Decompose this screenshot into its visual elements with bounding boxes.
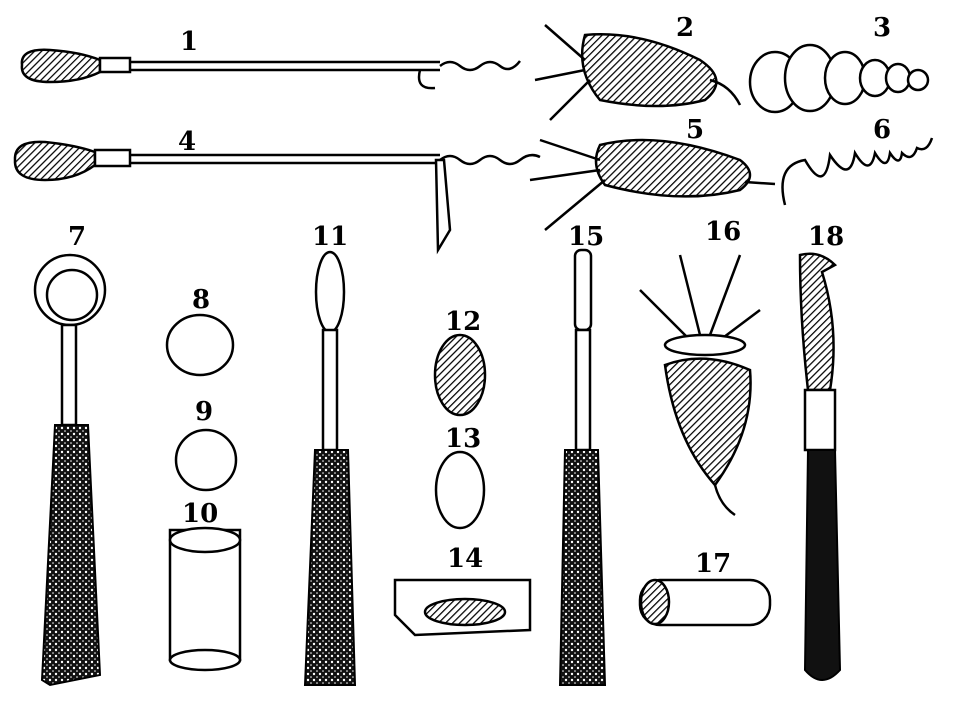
disc-13: [434, 450, 486, 530]
figure-label-16: 16: [705, 217, 741, 247]
figure-label-12: 12: [445, 307, 481, 337]
cylinder-10: [168, 526, 242, 672]
figure-label-18: 18: [808, 222, 844, 252]
figure-label-8: 8: [192, 285, 210, 315]
figure-label-14: 14: [447, 544, 483, 574]
figure-label-1: 1: [180, 27, 198, 57]
figure-label-10: 10: [182, 499, 218, 529]
block-14: [393, 578, 532, 637]
figure-label-7: 7: [68, 222, 86, 252]
cut-root-17: [638, 578, 772, 627]
tool-1-corer: [20, 48, 521, 90]
figure-label-2: 2: [676, 13, 694, 43]
turnip-16: [639, 254, 761, 517]
tool-7-scoop: [33, 253, 107, 687]
spiral-ribbon-6: [781, 137, 934, 206]
figure-label-5: 5: [686, 115, 704, 145]
tool-18-knife: [798, 252, 842, 681]
figure-label-15: 15: [568, 222, 604, 252]
figure-label-17: 17: [695, 549, 731, 579]
figure-label-4: 4: [178, 127, 196, 157]
spiral-cut-3: [748, 43, 930, 114]
figure-label-13: 13: [445, 424, 481, 454]
carrot-5: [529, 138, 776, 231]
tool-15-cutter: [558, 248, 607, 686]
tool-11-scoop: [303, 250, 357, 686]
ball-8: [165, 313, 235, 377]
carrot-2: [534, 24, 742, 121]
disc-12: [433, 333, 487, 417]
ball-9: [174, 428, 238, 492]
figure-label-11: 11: [312, 222, 348, 252]
tool-4-corer: [13, 140, 541, 255]
figure-label-6: 6: [873, 115, 891, 145]
figure-label-3: 3: [873, 13, 891, 43]
figure-label-9: 9: [195, 397, 213, 427]
